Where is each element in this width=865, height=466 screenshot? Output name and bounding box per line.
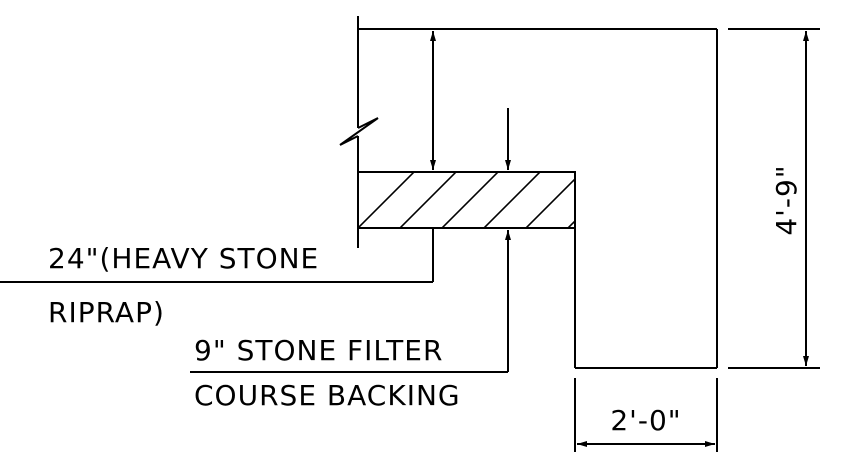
height-dimension-label: 4'-9" — [770, 164, 803, 235]
riprap-leader — [0, 31, 436, 283]
riprap-label-line1: 24"(HEAVY STONE — [48, 242, 319, 275]
riprap-label-line2: RIPRAP) — [48, 296, 165, 329]
filter-label-line1: 9" STONE FILTER — [194, 334, 443, 367]
filter-label-line2: COURSE BACKING — [194, 379, 461, 412]
riprap-layer-outline — [357, 171, 576, 229]
filter-leader — [190, 108, 511, 373]
width-dimension-label: 2'-0" — [610, 404, 681, 437]
break-line-symbol — [339, 117, 379, 146]
structure-outline — [339, 16, 718, 369]
height-dimension — [728, 28, 820, 369]
hatch-lines — [358, 172, 574, 228]
width-dimension — [574, 378, 718, 452]
riprap-hatch-layer — [357, 171, 576, 229]
